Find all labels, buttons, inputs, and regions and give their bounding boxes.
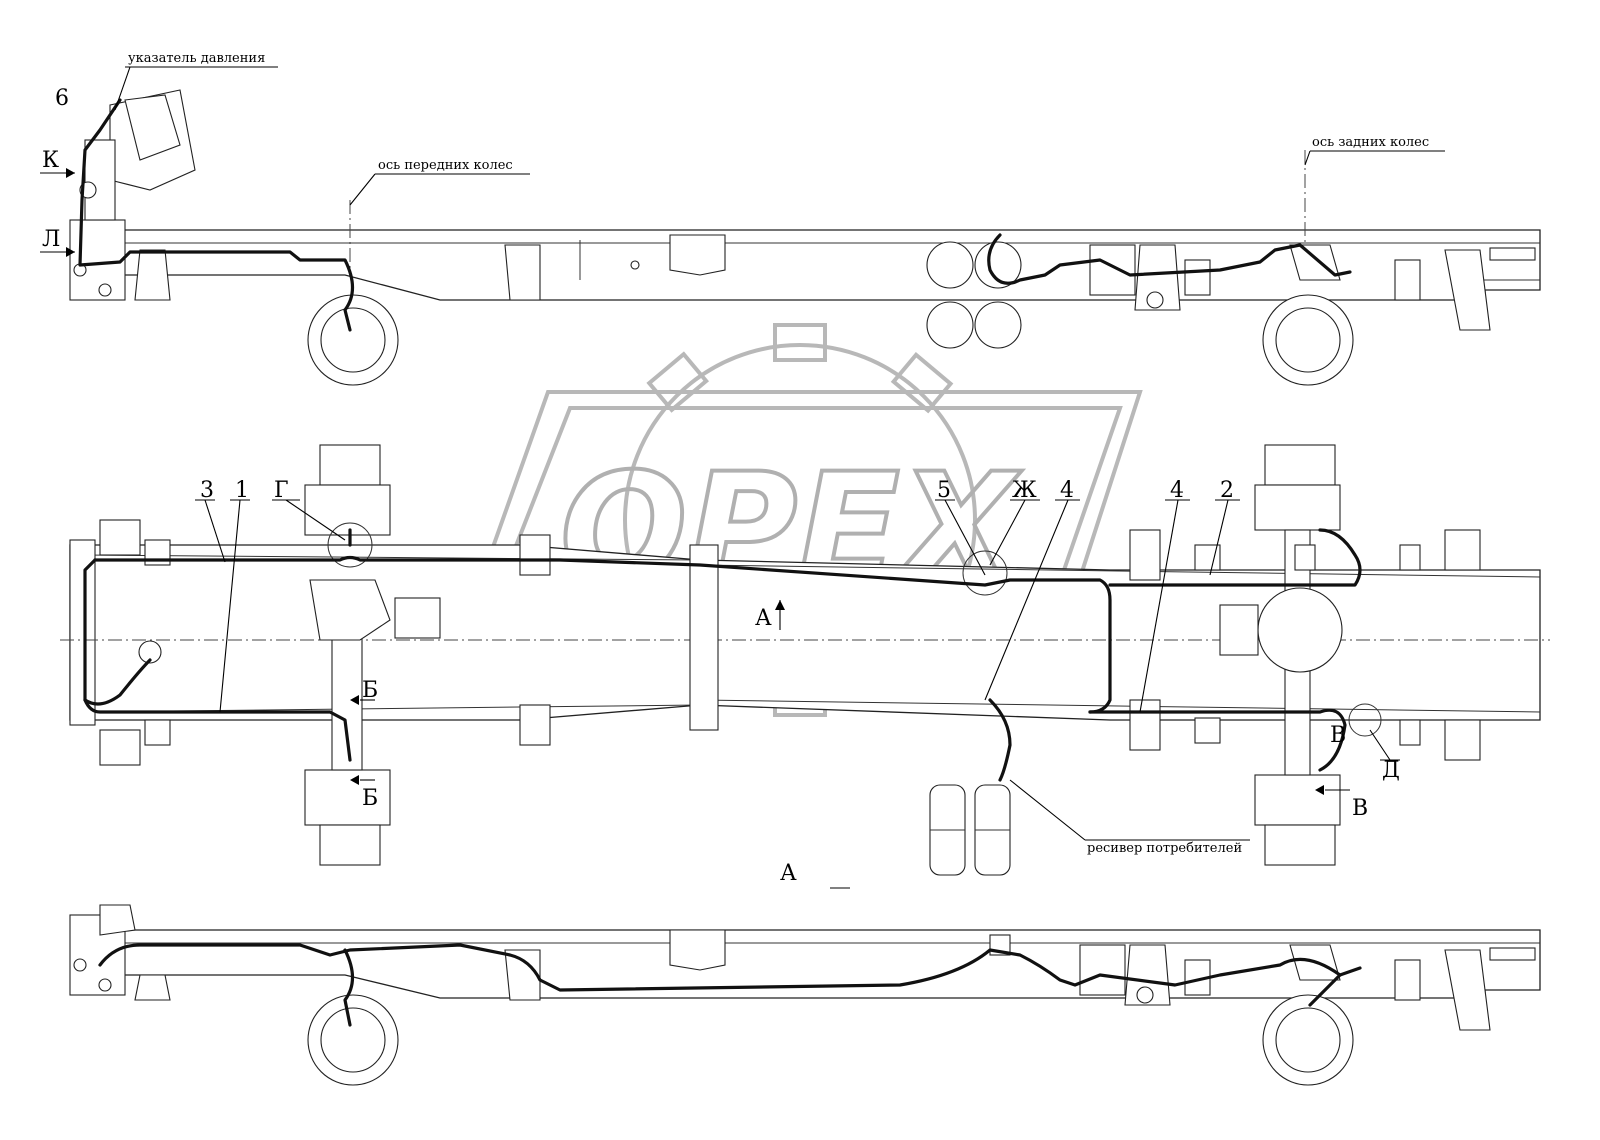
label-mark-2: 2 [1220, 478, 1234, 503]
label-mark-3: 3 [200, 478, 214, 503]
leader-lines [40, 66, 1445, 889]
top-front-wheel [307, 294, 399, 386]
receiver-circle-3 [926, 301, 974, 349]
label-mark-k: К [42, 148, 59, 173]
label-mark-zh: Ж [1012, 478, 1037, 503]
bottom-front-wheel [307, 994, 399, 1086]
label-mark-b1: Б [362, 678, 378, 703]
label-mark-l: Л [42, 227, 60, 252]
top-rear-wheel [1262, 294, 1354, 386]
label-view-a-arrow: А [755, 606, 772, 631]
label-mark-b2: Б [362, 786, 378, 811]
plan-front-wheel-bottom [304, 769, 391, 866]
plan-front-wheel-top [304, 444, 391, 536]
bottom-rear-wheel [1262, 994, 1354, 1086]
label-receiver: ресивер потребителей [1087, 841, 1242, 856]
top-brake-line-rear [987, 233, 1352, 285]
plan-rear-line-top [1108, 528, 1362, 587]
bottom-brake-line [98, 943, 1362, 992]
label-mark-v2: В [1352, 796, 1368, 821]
receiver-circle-2 [974, 241, 1022, 289]
plan-rear-line [1088, 708, 1347, 772]
callout-circle-g [327, 522, 373, 568]
bottom-front-drop-line [343, 948, 355, 1027]
plan-view [60, 444, 1550, 876]
label-view-a: А [780, 861, 797, 886]
label-mark-6: 6 [55, 86, 69, 111]
label-mark-v1: В [1330, 723, 1346, 748]
callout-circle-d [1348, 703, 1382, 737]
top-front-bracket [69, 219, 126, 301]
plan-gauge-line [83, 658, 152, 706]
label-mark-4a: 4 [1060, 478, 1074, 503]
text-labels: указатель давления ось передних колес ос… [42, 51, 1429, 886]
callout-circle-zh [962, 550, 1008, 596]
top-brake-line-front [78, 98, 355, 332]
bottom-rear-drop-line [1308, 973, 1342, 1007]
plan-brake-line-upper [93, 555, 1112, 714]
bottom-side-view [69, 904, 1541, 1086]
plan-rear-wheel-top [1254, 444, 1341, 531]
label-mark-d: Д [1382, 758, 1400, 783]
label-front-axle: ось передних колес [378, 158, 513, 173]
label-mark-g: Г [274, 478, 289, 503]
top-side-view [69, 89, 1541, 386]
label-rear-axle: ось задних колес [1312, 135, 1429, 150]
label-mark-1: 1 [235, 478, 249, 503]
plan-front-crossmember [69, 539, 96, 726]
plan-receiver-line [988, 698, 1012, 782]
rear-differential [1257, 587, 1343, 673]
consumer-receiver-tanks [929, 784, 1011, 876]
plan-pressure-gauge [138, 640, 162, 664]
label-mark-4b: 4 [1170, 478, 1184, 503]
label-pressure-gauge: указатель давления [128, 51, 265, 66]
arrowheads [66, 168, 1324, 795]
plan-rear-wheel-bottom [1254, 774, 1341, 866]
receiver-circle-4 [974, 301, 1022, 349]
receiver-circle-1 [926, 241, 974, 289]
label-mark-5: 5 [937, 478, 951, 503]
